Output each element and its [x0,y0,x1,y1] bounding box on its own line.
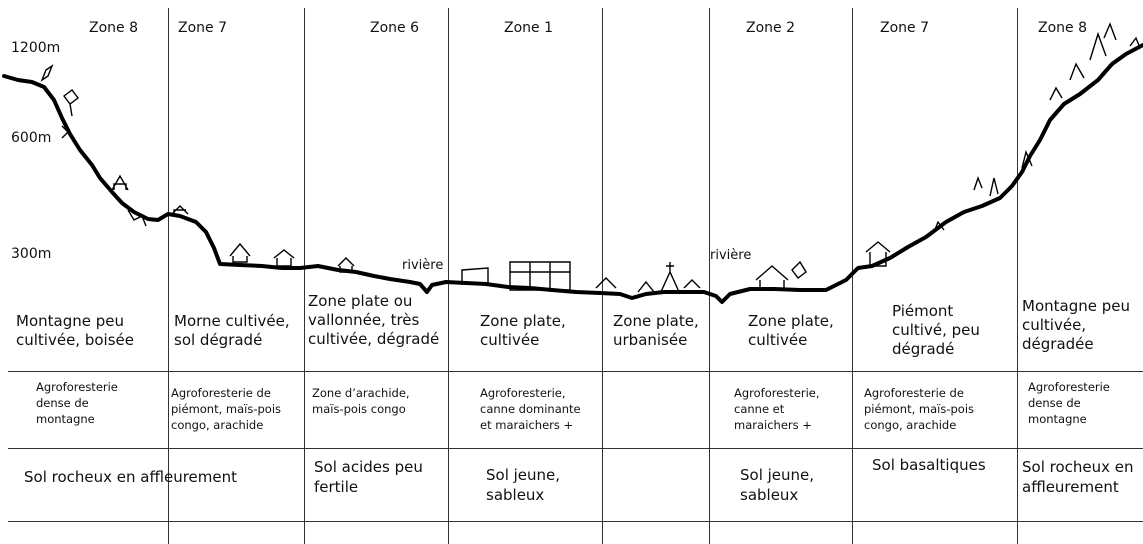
agroforestry-label: Agroforesterie de piémont, maïs-pois con… [171,386,282,432]
agroforestry-label: Agroforesterie dense de montagne [36,380,118,426]
tree-icon [127,209,147,227]
soil-label: Sol acides peu fertile [314,458,423,496]
zone-description: Zone plate ou vallonnée, très cultivée, … [308,292,440,348]
zone-header: Zone 2 [746,20,795,36]
house-icon [337,257,355,273]
church-icon [659,262,681,295]
tree-icon [1129,36,1141,49]
tree-icon [1049,86,1063,101]
tree-icon [63,89,79,117]
river-label: rivière [402,258,444,273]
tree-icon [1069,62,1085,81]
soil-label: Sol rocheux en affleurement [1022,458,1134,496]
soil-label: Sol jeune, sableux [486,466,561,504]
house-icon [111,174,129,191]
tree-icon [61,125,69,139]
zone-description: Piémont cultivé, peu dégradé [892,302,980,358]
altitude-label: 600m [11,130,52,146]
tree-icon [1089,31,1107,61]
zone-header: Zone 1 [504,20,553,36]
zone-header: Zone 7 [880,20,929,36]
tree-icon [933,220,945,233]
zone-header: Zone 7 [178,20,227,36]
river-label: rivière [710,248,752,263]
agroforestry-label: Agroforesterie de piémont, maïs-pois con… [864,386,975,432]
house-icon [229,242,251,263]
house-icon [637,280,655,293]
zone-description: Montagne peu cultivée, dégradée [1022,297,1130,353]
house-icon [461,267,489,285]
tree-icon [989,177,999,197]
tree-icon [1103,22,1117,41]
tree-icon [40,64,54,82]
tree-icon [1021,149,1033,169]
house-icon [595,277,617,289]
zone-description: Morne cultivée, sol dégradé [174,312,290,349]
zone-description: Zone plate, urbanisée [613,312,699,349]
house-icon [865,241,891,267]
building-icon [509,261,571,291]
altitude-label: 300m [11,246,52,262]
soil-label: Sol rocheux en affleurement [24,468,238,486]
agroforestry-label: Agroforesterie, canne et maraichers + [734,386,820,432]
zone-header: Zone 8 [1038,20,1087,36]
zone-header: Zone 8 [89,20,138,36]
agroforestry-label: Agroforesterie dense de montagne [1028,380,1110,426]
house-icon [273,249,295,267]
soil-label: Sol basaltiques [872,456,986,474]
house-icon [171,205,189,215]
zone-description: Montagne peu cultivée, boisée [16,312,134,349]
house-icon [683,279,701,289]
agroforestry-label: Zone d’arachide, maïs-pois congo [312,386,410,416]
tree-icon [791,260,807,279]
terrain-profile [2,43,1143,304]
zone-description: Zone plate, cultivée [480,312,566,349]
agroforestry-label: Agroforesterie, canne dominante et marai… [480,386,581,432]
altitude-label: 1200m [11,40,61,56]
soil-label: Sol jeune, sableux [740,466,815,504]
zone-description: Zone plate, cultivée [748,312,834,349]
zone-header: Zone 6 [370,20,419,36]
tree-icon [973,175,983,191]
house-icon [755,265,789,291]
